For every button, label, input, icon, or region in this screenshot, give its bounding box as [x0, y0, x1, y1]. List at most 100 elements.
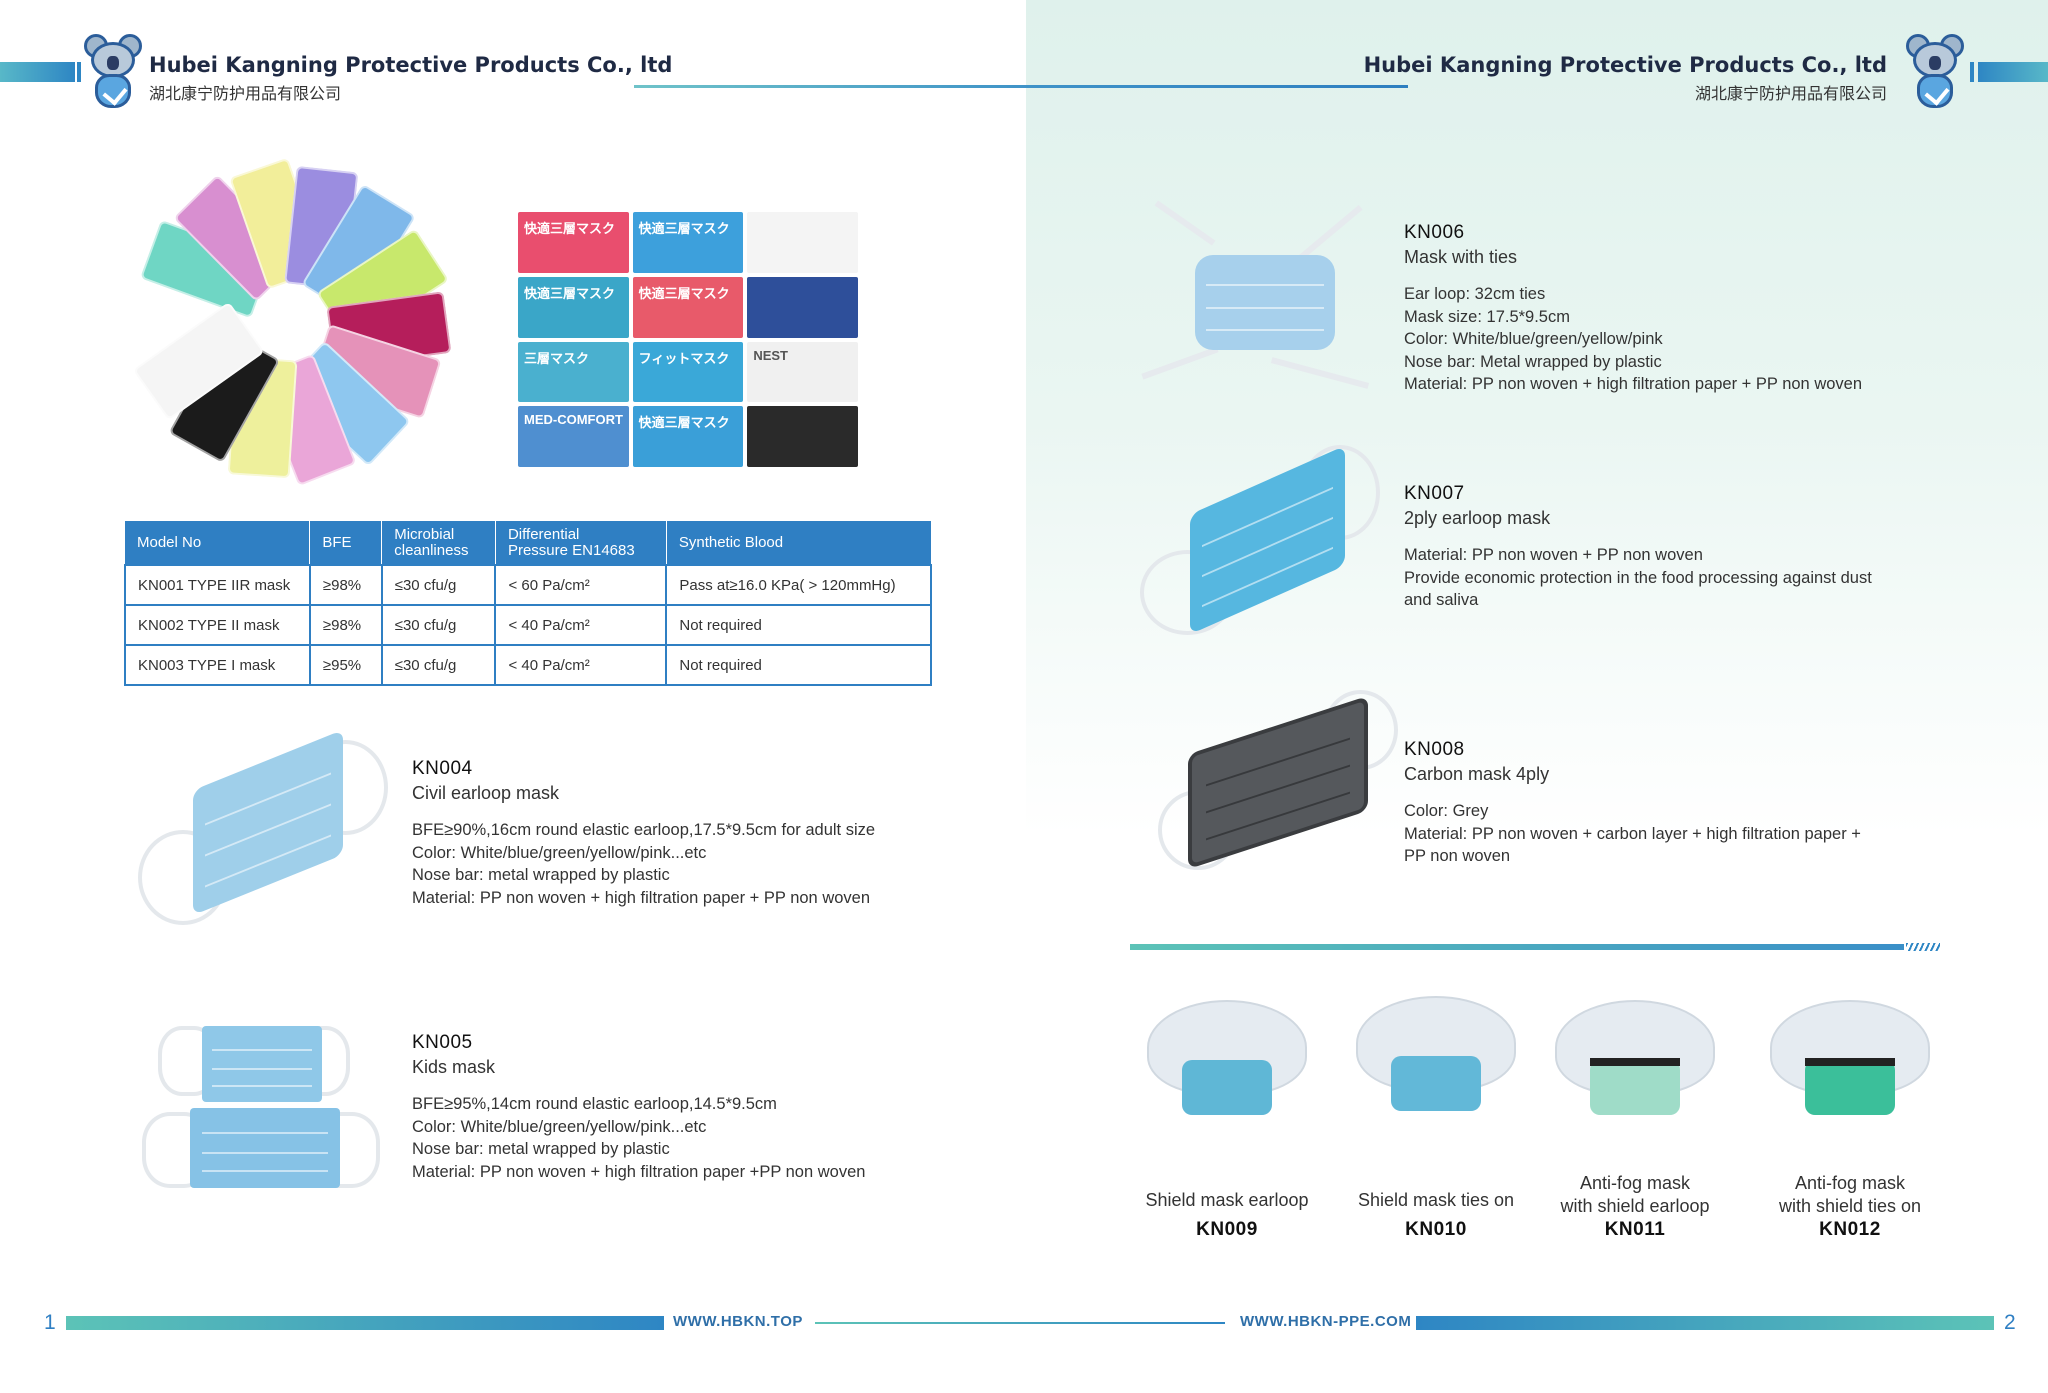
table-cell: ≤30 cfu/g: [380, 604, 497, 646]
table-header-text: cleanliness: [394, 541, 469, 559]
header-bar-right: [1970, 62, 2048, 82]
product-spec-line: Color: Grey: [1404, 802, 1489, 820]
product-spec-line: Nose bar: metal wrapped by plastic: [412, 1140, 670, 1158]
shield-caption: Shield mask ties on: [1336, 1189, 1536, 1212]
table-cell: < 60 Pa/cm²: [494, 564, 668, 606]
company-name-en-left: Hubei Kangning Protective Products Co., …: [149, 53, 673, 77]
shield-code: KN011: [1604, 1219, 1666, 1240]
company-name-cn-right: 湖北康宁防护用品有限公司: [1694, 86, 1887, 103]
header-line-right: [1026, 85, 1408, 88]
shield-caption-line: with shield earloop: [1560, 1196, 1710, 1216]
product-spec-line: Nose bar: Metal wrapped by plastic: [1404, 352, 1662, 371]
table-body: KN001 TYPE IIR mask≥98%≤30 cfu/g< 60 Pa/…: [124, 564, 932, 686]
shield-code: KN009: [1196, 1219, 1258, 1240]
product-spec-line: Mask size: 17.5*9.5cm: [1404, 307, 1570, 326]
table-header-cell: BFE: [309, 521, 383, 565]
product-spec-line: Material: PP non woven + high filtration…: [412, 888, 871, 907]
product-kn004: KN004 Civil earloop mask BFE≥90%,16cm ro…: [412, 758, 875, 909]
mask-box-label: 快適三層マスク: [638, 285, 730, 301]
shield-code: KN010: [1405, 1219, 1467, 1240]
table-header-cell: Synthetic Blood: [666, 521, 931, 565]
table-cell: ≥98%: [308, 564, 383, 606]
product-spec-line: Color: White/blue/green/yellow/pink...et…: [412, 1117, 707, 1136]
kn005-mask-image: [140, 1020, 390, 1190]
product-name: Kids mask: [412, 1057, 496, 1077]
product-spec-line: BFE≥90%,16cm round elastic earloop,17.5*…: [412, 821, 876, 839]
table-cell: Not required: [665, 604, 932, 646]
product-name: 2ply earloop mask: [1404, 508, 1551, 528]
mask-box-label: 快適三層マスク: [524, 285, 616, 301]
table-header-text: Pressure EN14683: [507, 541, 635, 559]
company-name-cn-left: 湖北康宁防护用品有限公司: [149, 86, 342, 103]
shield-mask-image: [1550, 1000, 1720, 1150]
shield-caption-line: Anti-fog mask: [1579, 1173, 1691, 1193]
product-code: KN008: [1404, 739, 1465, 760]
mask-box: [747, 212, 858, 273]
kn004-mask-image: [138, 729, 398, 930]
colored-masks-fan-image: [132, 157, 475, 487]
footer-url-left[interactable]: WWW.HBKN.TOP: [673, 1313, 803, 1330]
mask-box: [747, 276, 858, 338]
product-spec-line: Color: White/blue/green/yellow/pink...et…: [412, 843, 707, 862]
product-spec-line: Nose bar: metal wrapped by plastic: [412, 866, 670, 884]
footer-bar-left: [66, 1316, 664, 1330]
mask-box: 快適三層マスク: [632, 406, 744, 467]
product-spec-line: Material: PP non woven + high filtration…: [1404, 375, 1863, 393]
kn008-mask-image: [1158, 690, 1403, 880]
product-spec-line: Color: White/blue/green/yellow/pink: [1404, 330, 1663, 348]
mask-box-label: NEST: [753, 347, 788, 363]
product-kn006: KN006 Mask with ties Ear loop: 32cm ties…: [1404, 222, 1862, 396]
mask-box: フィットマスク: [632, 341, 744, 403]
mask-box-label: 快適三層マスク: [638, 221, 730, 236]
mask-box: 快適三層マスク: [632, 276, 744, 338]
table-cell: Pass at≥16.0 KPa( > 120mmHg): [665, 564, 932, 606]
table-cell: KN002 TYPE II mask: [124, 604, 311, 646]
table-header-text: Microbial: [394, 525, 455, 543]
section-divider: [1130, 944, 1904, 950]
shield-mask-image: [1142, 1000, 1312, 1150]
footer-thin-line: [815, 1322, 1225, 1324]
shield-code: KN012: [1819, 1219, 1881, 1240]
mask-box: NEST: [747, 341, 858, 403]
product-code: KN007: [1404, 483, 1465, 504]
mask-box: MED-COMFORT: [518, 406, 629, 467]
divider-hatch: [1906, 943, 1940, 951]
product-spec-line: Material: PP non woven + carbon layer + …: [1404, 824, 1861, 843]
kn007-mask-image: [1140, 440, 1385, 640]
product-spec-line: Ear loop: 32cm ties: [1404, 285, 1546, 303]
product-name: Carbon mask 4ply: [1404, 764, 1550, 784]
mask-box-label: MED-COMFORT: [524, 412, 623, 428]
product-kn007: KN007 2ply earloop mask Material: PP non…: [1404, 483, 1872, 612]
table-cell: ≥95%: [308, 644, 383, 686]
product-spec-line: Material: PP non woven + high filtration…: [412, 1162, 866, 1181]
product-spec-line: BFE≥95%,14cm round elastic earloop,14.5*…: [412, 1095, 777, 1113]
product-spec-line: and saliva: [1404, 591, 1479, 609]
mask-box: 快適三層マスク: [518, 212, 629, 273]
table-cell: < 40 Pa/cm²: [494, 644, 668, 686]
product-spec-line: Provide economic protection in the food …: [1404, 568, 1872, 587]
header-line-left: [634, 85, 1026, 88]
table-row: KN001 TYPE IIR mask≥98%≤30 cfu/g< 60 Pa/…: [124, 564, 932, 606]
table-cell: Not required: [665, 644, 932, 686]
shield-caption-line: Shield mask earloop: [1145, 1190, 1309, 1210]
shield-caption: Shield mask earloop: [1127, 1189, 1327, 1212]
product-spec-line: PP non woven: [1404, 847, 1511, 865]
mask-box: 快適三層マスク: [518, 276, 629, 338]
table-header-text: Differential: [507, 525, 580, 543]
table-row: KN002 TYPE II mask≥98%≤30 cfu/g< 40 Pa/c…: [124, 604, 932, 646]
shield-caption-line: Shield mask ties on: [1357, 1190, 1515, 1210]
footer-url-right[interactable]: WWW.HBKN-PPE.COM: [1240, 1313, 1412, 1330]
footer-bar-right: [1416, 1316, 1994, 1330]
product-code: KN005: [412, 1032, 473, 1053]
table-cell: ≥98%: [308, 604, 383, 646]
table-cell: ≤30 cfu/g: [380, 564, 497, 606]
table-header-text: Model No: [137, 533, 202, 551]
table-header-text: Synthetic Blood: [678, 533, 784, 551]
page-number-left: 1: [44, 1311, 56, 1334]
table-row: KN003 TYPE I mask≥95%≤30 cfu/g< 40 Pa/cm…: [124, 644, 932, 686]
table-cell: KN001 TYPE IIR mask: [124, 564, 311, 606]
